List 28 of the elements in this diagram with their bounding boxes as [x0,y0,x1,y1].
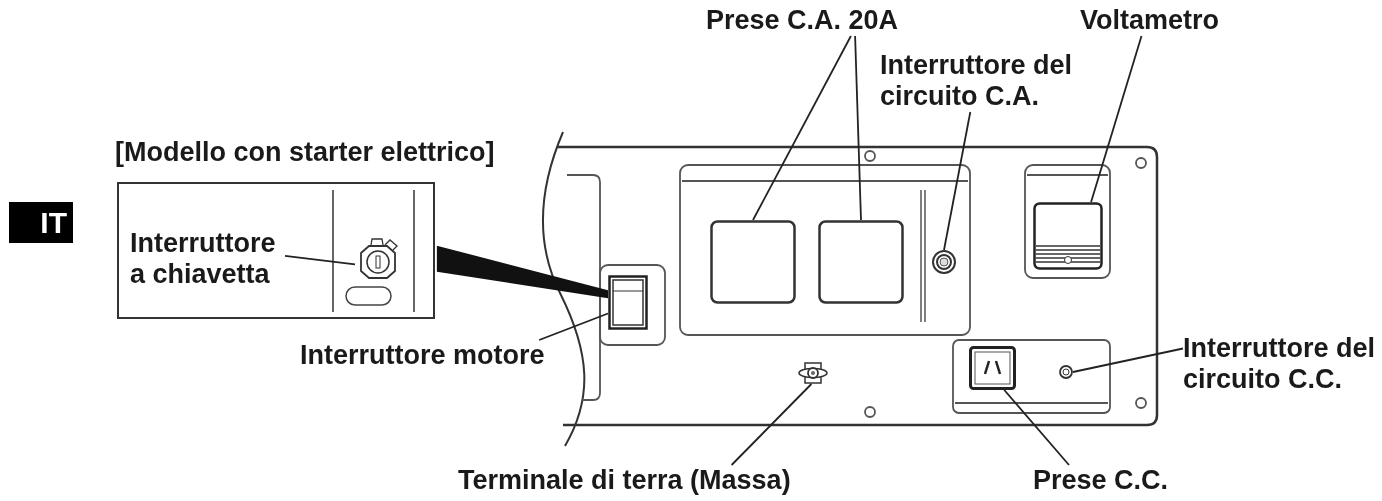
ground-terminal [797,362,829,384]
callout-label: Voltametro [1080,5,1230,36]
callout-label: Prese C.C. [1033,465,1183,496]
ac-outlet [818,220,904,304]
circuit-breaker-button [1059,365,1073,379]
voltmeter [1033,202,1103,270]
callout-label: Interruttore motore [300,340,560,371]
leader-line [1090,35,1143,203]
leader-line [730,383,813,466]
callout-label: Interruttore del circuito C.A. [880,50,1095,112]
leader-line [1003,389,1070,466]
ac-outlet [710,220,796,304]
callout-label: Prese C.A. 20A [706,5,916,36]
leader-line [854,35,862,221]
language-tab: IT [9,202,73,243]
leader-line [538,312,609,341]
leader-line [1072,347,1184,373]
callout-label: Terminale di terra (Massa) [458,465,818,496]
leader-line [284,255,356,266]
rocker-switch [608,275,648,330]
callout-label: Interruttore a chiavetta [130,228,285,290]
leader-line [943,111,972,251]
circuit-breaker-button [932,250,956,274]
inset-heading: [Modello con starter elettrico] [115,136,495,169]
callout-label: Interruttore del circuito C.C. [1183,333,1382,395]
leader-line [752,35,852,221]
callout-wedge [436,245,608,299]
dc-outlet [969,346,1016,390]
